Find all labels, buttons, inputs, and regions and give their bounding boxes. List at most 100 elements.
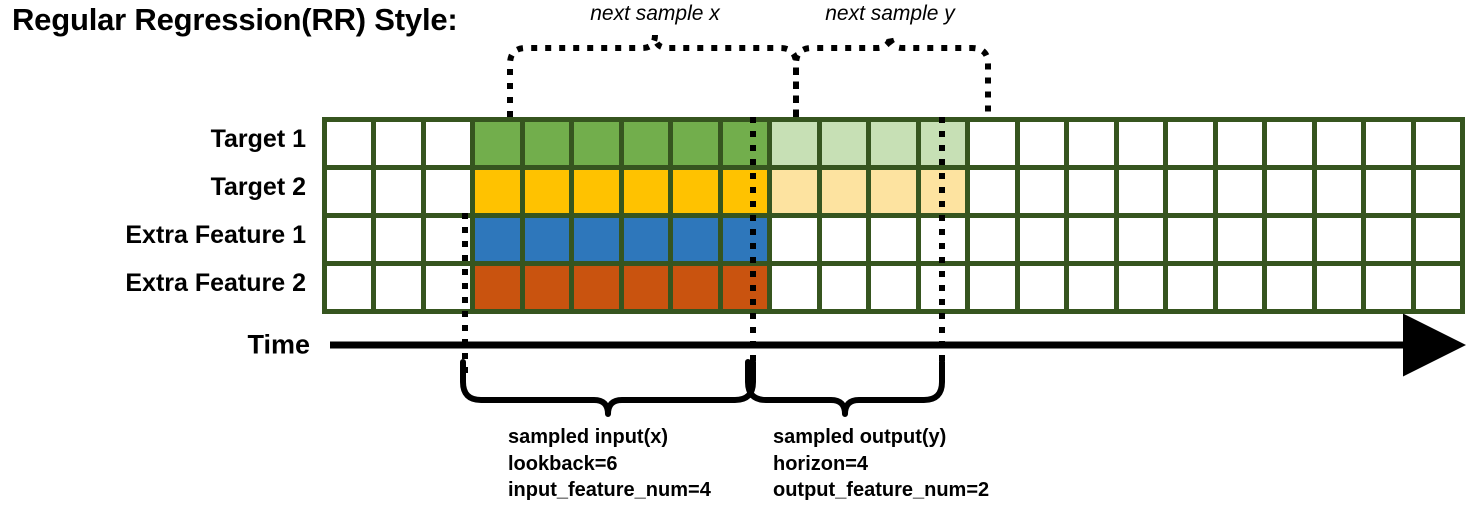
timeseries-grid [322,117,1466,314]
grid-cell [871,266,916,309]
grid-cell [821,218,867,261]
grid-cell [376,170,421,213]
grid-cell [475,170,520,213]
grid-cell [376,122,421,165]
grid-cell [1069,170,1114,213]
grid-cell [574,122,619,165]
grid-cell [475,266,520,309]
dotted-braces [507,34,991,117]
grid-cell [1168,170,1213,213]
grid-cell [425,122,471,165]
caption-line: sampled output(y) [773,426,947,448]
solid-braces [460,359,945,417]
grid-cell [673,122,718,165]
grid-cell [1316,266,1362,309]
grid-cell [722,170,768,213]
grid-cell [1019,170,1065,213]
grid-cell [574,266,619,309]
grid-cell [920,122,966,165]
grid-cell [920,218,966,261]
grid-cell [524,266,570,309]
grid-cell [1415,122,1461,165]
grid-cell [475,218,520,261]
grid-cell [623,122,669,165]
grid-cell [871,122,916,165]
grid-cell [871,218,916,261]
grid-cell [673,266,718,309]
grid-cell [970,170,1015,213]
grid-cell [821,266,867,309]
grid-cell [722,122,768,165]
grid-cell [327,266,372,309]
grid-cell [722,218,768,261]
grid-cell [1267,122,1312,165]
grid-cell [1366,122,1411,165]
row-label-extra-feature-2: Extra Feature 2 [125,269,306,297]
grid-cell [1069,218,1114,261]
grid-cell [1118,266,1164,309]
grid-cell [1069,122,1114,165]
grid-cell [1366,266,1411,309]
grid-cell [1415,266,1461,309]
grid-cell [425,218,471,261]
grid-cell [1415,170,1461,213]
grid-cell [1415,218,1461,261]
grid-cell [327,218,372,261]
grid-cell [623,218,669,261]
grid-cell [376,266,421,309]
top-annotation-label-2: next sample y [825,2,955,25]
grid-cell [772,170,817,213]
grid-cell [1019,266,1065,309]
grid-cell [574,218,619,261]
grid-cell [1267,266,1312,309]
grid-cell [1217,170,1263,213]
grid-cell [970,266,1015,309]
grid-cell [1019,218,1065,261]
caption-line: sampled input(x) [508,426,669,448]
grid-cell [1316,170,1362,213]
dotted-vertical-lines [462,117,945,375]
grid-cell [1118,170,1164,213]
grid-cell [772,122,817,165]
grid-cell [1168,218,1213,261]
grid-cell [970,218,1015,261]
grid-cell [772,218,817,261]
grid-cell [722,266,768,309]
grid-cell [1118,122,1164,165]
grid-cell [1316,122,1362,165]
grid-cell [475,122,520,165]
caption-line: input_feature_num=4 [508,479,711,502]
grid-cell [524,218,570,261]
grid-cell [574,170,619,213]
grid-cell [1366,218,1411,261]
grid-cell [1118,218,1164,261]
grid-cell [524,122,570,165]
grid-cell [1267,218,1312,261]
row-label-extra-feature-1: Extra Feature 1 [125,221,306,249]
grid-cell [772,266,817,309]
grid-cell [821,170,867,213]
grid-cell [821,122,867,165]
grid-cell [1019,122,1065,165]
time-axis-label: Time [247,329,310,360]
grid-cell [1069,266,1114,309]
grid-cell [425,170,471,213]
grid-cell [1366,170,1411,213]
grid-cell [1316,218,1362,261]
grid-cell [376,218,421,261]
grid-cell [970,122,1015,165]
grid-cell [327,170,372,213]
grid-cell [327,122,372,165]
grid-cell [871,170,916,213]
grid-cell [623,266,669,309]
grid-cell [673,170,718,213]
grid-cell [1217,122,1263,165]
grid-cell [1168,266,1213,309]
grid-cell [1168,122,1213,165]
page-title: Regular Regression(RR) Style: [12,2,458,37]
row-label-target-2: Target 2 [210,173,306,201]
